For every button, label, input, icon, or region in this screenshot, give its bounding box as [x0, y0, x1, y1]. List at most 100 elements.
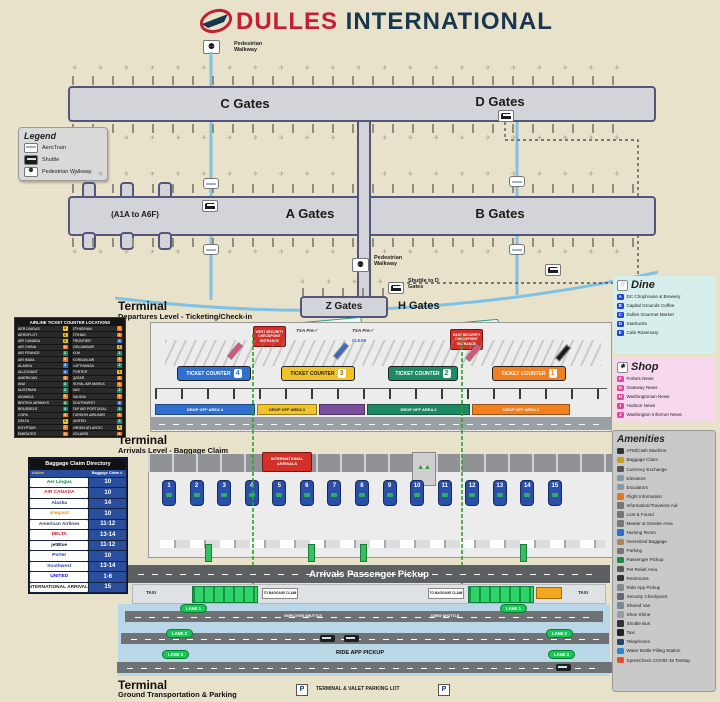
amenity-item: Taxi	[617, 629, 711, 636]
lane-2-sign: LANE 2	[166, 629, 193, 638]
counter-number: 4	[233, 369, 242, 378]
amenity-item: Restrooms	[617, 574, 711, 582]
departures-title: Terminal	[118, 299, 168, 313]
baggage-carousel: 8	[354, 480, 369, 506]
shop-badge: H	[617, 393, 624, 400]
amenity-icon	[617, 502, 624, 509]
shop-badge: J	[617, 411, 624, 418]
ground-road-3	[117, 662, 613, 673]
bus-icon	[320, 635, 335, 642]
amenity-item: Information/Travelers Aid	[617, 502, 711, 509]
lane-2-sign: LANE 2	[546, 629, 573, 638]
dine-badge: C	[617, 311, 624, 318]
counter-number: 1	[548, 369, 557, 378]
counter-badge: 1	[62, 344, 68, 350]
amenity-item: Meeter & Greeter Area	[617, 520, 711, 527]
amenity-item: Lost & Found	[617, 511, 711, 518]
ground-road-1	[125, 611, 603, 622]
amenity-item: Pet Relief Area	[617, 565, 711, 573]
aerotrain-station-icon	[203, 244, 219, 255]
carousel-exit-dot	[524, 493, 531, 497]
covid-testing-site	[536, 587, 562, 599]
amenity-icon	[617, 511, 624, 518]
arrivals-title: Terminal	[118, 433, 168, 447]
amenity-icon	[617, 593, 624, 600]
amenity-icon	[617, 620, 624, 627]
dine-title: Dine	[631, 279, 655, 291]
drop-off-area-4: DROP OFF AREA 4	[155, 404, 255, 415]
airline-table-title: AIRLINE TICKET COUNTER LOCATIONS	[29, 320, 111, 325]
carousel-exit-dot	[331, 493, 338, 497]
counter-badge: 2	[62, 388, 68, 393]
pickup-road-label: Arrivals Passenger Pickup	[309, 569, 429, 580]
walkway-corridor	[357, 122, 371, 300]
counter-badge: 1	[117, 357, 122, 362]
page-title: DULLES INTERNATIONAL	[236, 8, 553, 36]
carousel-exit-dot	[551, 493, 558, 497]
b-gates-label: B Gates	[475, 206, 525, 221]
counter-badge: 1	[62, 375, 68, 381]
shuttle-to-d-label: Shuttle to D Gates	[408, 278, 439, 291]
shuttle-stop-d-icon	[498, 110, 514, 122]
carousel-exit-dot	[248, 493, 255, 497]
drop-off-area-1: DROP OFF AREA 1	[472, 404, 570, 415]
exit-walkway	[308, 544, 315, 562]
amenity-item: Passenger Pickup	[617, 556, 711, 564]
dine-badge: A	[617, 293, 624, 300]
lane-1-sign: LANE 1	[500, 604, 527, 613]
h-gates-label: H Gates	[398, 300, 440, 312]
baggage-carousel: 1	[162, 480, 176, 506]
gate-stubs	[72, 124, 632, 133]
counter-badge: 3	[62, 332, 68, 338]
exit-walkway	[360, 544, 367, 562]
counter-badge: 2	[117, 363, 122, 368]
title-international: INTERNATIONAL	[345, 8, 553, 35]
bus-icon	[556, 664, 571, 671]
lane-1-sign: LANE 1	[180, 604, 207, 613]
amenity-icon	[617, 602, 624, 609]
counter-badge: 1	[62, 357, 68, 362]
parking-lot-label: TERMINAL & VALET PARKING LOT	[316, 686, 400, 692]
taxi-label: TAXI	[146, 590, 156, 595]
counter-number: 2	[442, 369, 451, 378]
aerotrain-loop	[114, 270, 659, 312]
shuttle-stop-a-icon	[202, 200, 218, 212]
pedestrian-walkway-label: Pedestrian Walkway	[374, 255, 403, 268]
counter-badge: 4	[117, 400, 122, 406]
ground-road-2	[121, 633, 609, 644]
carousel-exit-dot	[221, 493, 228, 497]
counter-badge: 4	[62, 363, 68, 368]
amenity-icon	[617, 629, 624, 636]
amenity-icon	[617, 493, 624, 500]
